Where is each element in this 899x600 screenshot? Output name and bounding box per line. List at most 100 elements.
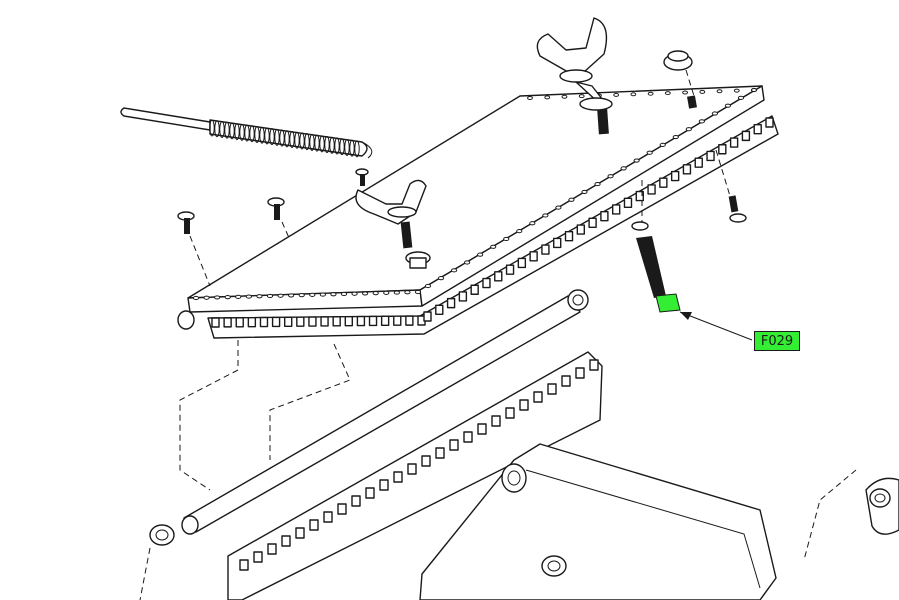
- rack-tooth: [529, 251, 538, 262]
- plate-hole: [555, 205, 562, 210]
- rack-tooth: [239, 559, 249, 571]
- rack-tooth: [541, 244, 550, 255]
- rack-tooth: [380, 315, 390, 327]
- rack-tooth: [379, 479, 389, 491]
- plate-hole: [672, 134, 679, 140]
- rack-tooth: [588, 217, 597, 229]
- rack-tooth: [533, 391, 543, 403]
- screw-left-2: [267, 197, 291, 241]
- bracket-frame: [419, 443, 777, 600]
- plate-hole: [437, 276, 445, 281]
- rack-tooth: [611, 204, 621, 215]
- spring-coil: [274, 128, 280, 146]
- rack-tooth: [561, 375, 571, 387]
- rack-tooth: [295, 527, 305, 539]
- plate-hole: [664, 91, 671, 96]
- screw-right: [715, 149, 747, 223]
- rod-end-left: [177, 310, 195, 330]
- rack-tooth: [393, 315, 402, 326]
- rack-tooth: [494, 271, 503, 282]
- rack-tooth: [351, 495, 361, 507]
- spring-coil: [224, 121, 230, 139]
- spring-coil: [309, 133, 315, 151]
- rack-bar-lower: [227, 351, 603, 600]
- spring-coil: [289, 131, 295, 149]
- spring-coil: [269, 128, 275, 146]
- rack-tooth: [458, 291, 468, 302]
- plate-hole: [277, 293, 284, 298]
- plate-hole: [503, 236, 510, 242]
- plate-hole: [630, 92, 637, 97]
- rack-tooth: [463, 431, 473, 443]
- plate-hole: [544, 95, 551, 100]
- plate-hole: [245, 294, 252, 299]
- rack-tooth: [368, 315, 378, 327]
- part-callout-label: F029: [754, 331, 800, 351]
- plate-hole: [288, 293, 295, 298]
- rack-tooth: [477, 423, 487, 435]
- plate-hole: [362, 291, 369, 296]
- plate-hole: [542, 213, 549, 218]
- rack-tooth: [423, 311, 432, 322]
- spring-coil: [229, 122, 235, 140]
- plate-hole: [516, 229, 523, 234]
- rack-tooth: [267, 543, 277, 555]
- plate-hole: [581, 189, 588, 195]
- plate-hole: [330, 292, 337, 297]
- wing-nut-middle: [355, 179, 431, 269]
- rack-tooth: [491, 415, 501, 427]
- rack-tooth: [281, 535, 291, 547]
- rack-tooth: [446, 297, 456, 309]
- plate-hole: [404, 290, 411, 295]
- rack-tooth: [235, 317, 244, 328]
- spring-coil: [329, 136, 335, 154]
- plate-hole: [527, 96, 533, 100]
- rack-tooth: [575, 367, 585, 379]
- wing-nut-top: [536, 17, 613, 135]
- rack-tooth: [405, 315, 414, 326]
- rack-tooth: [421, 455, 431, 467]
- rack-tooth: [564, 231, 574, 242]
- spring-coil: [324, 136, 330, 154]
- assembly-guides: [139, 340, 857, 600]
- spring-coil: [349, 139, 355, 157]
- rack-tooth: [259, 316, 269, 328]
- rack-tooth: [296, 316, 305, 327]
- spring-coil: [239, 123, 245, 141]
- rack-tooth: [323, 511, 333, 523]
- rack-tooth: [332, 316, 341, 327]
- rack-tooth: [741, 130, 751, 142]
- rack-tooth: [356, 315, 366, 327]
- spring-coil: [299, 132, 305, 150]
- plate-hole: [613, 92, 620, 97]
- spring-coil: [314, 134, 320, 152]
- plate-hole: [319, 292, 326, 297]
- rack-tooth: [253, 551, 263, 563]
- rack-tooth: [623, 197, 633, 208]
- rack-tooth: [682, 164, 692, 175]
- plate-hole: [724, 103, 732, 108]
- rack-tooth: [308, 316, 317, 327]
- spring-coil: [304, 133, 310, 151]
- rack-tooth: [589, 359, 599, 371]
- rack-tooth: [435, 447, 445, 459]
- plate-hole: [737, 95, 745, 100]
- rack-tooth: [670, 170, 680, 182]
- rack-tooth: [320, 316, 329, 327]
- plate-hole: [340, 291, 348, 297]
- rack-tooth: [449, 439, 459, 451]
- rack-tooth: [635, 190, 644, 202]
- hex-nut-top-right: [663, 50, 697, 109]
- spring-coil: [234, 123, 240, 141]
- plate-hole: [699, 89, 706, 94]
- plate-hole: [751, 88, 757, 92]
- spring-coil: [284, 130, 290, 148]
- plate-hole: [561, 94, 568, 99]
- rack-tooth: [547, 383, 557, 395]
- plate-hole: [266, 293, 274, 299]
- plate-hole: [620, 166, 627, 171]
- rack-tooth: [517, 257, 527, 269]
- rack-tooth: [407, 463, 417, 475]
- plate-hole: [224, 295, 231, 300]
